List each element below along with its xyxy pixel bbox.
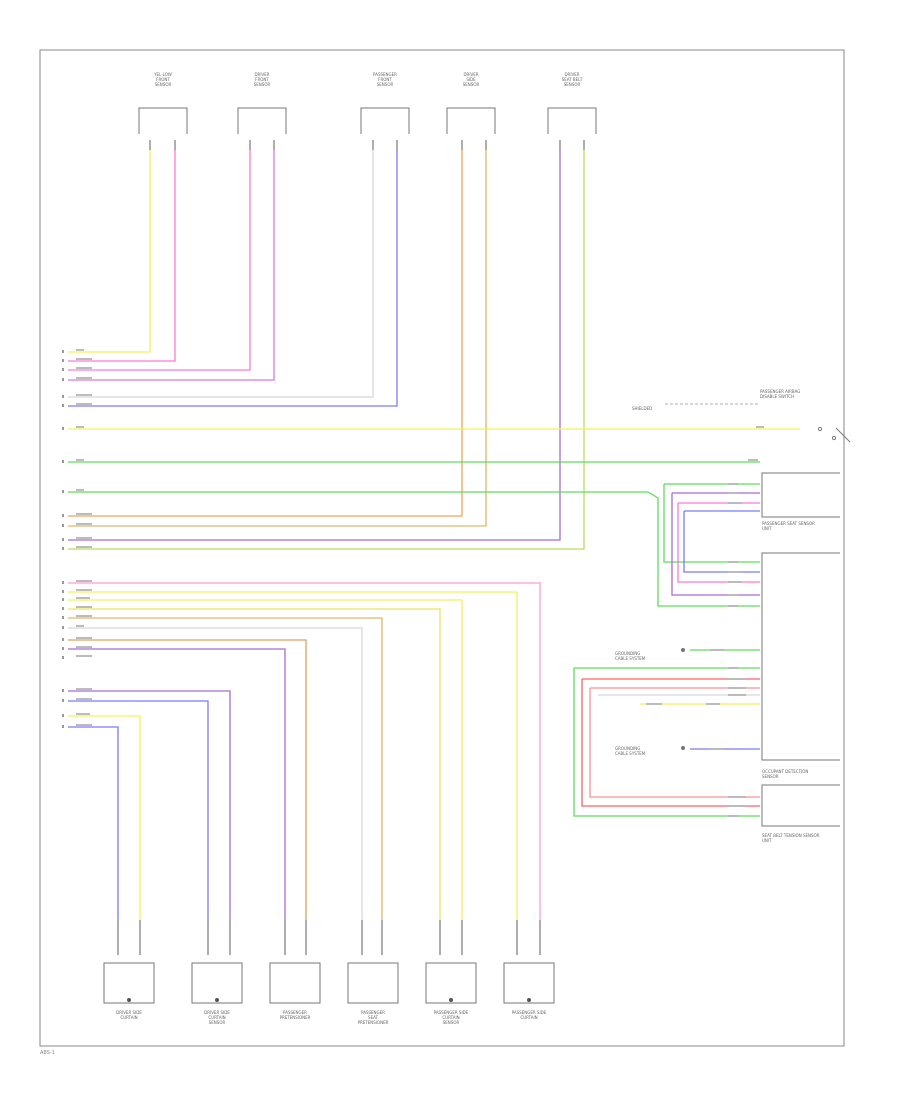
diagram-code: ABS-1 [40, 1050, 55, 1056]
left-pin-marks [62, 350, 64, 728]
wire-tan [68, 150, 487, 527]
wire-white [68, 627, 363, 920]
right-wires [573, 492, 760, 817]
wire-violet [68, 648, 286, 920]
wire-yellow [68, 591, 518, 920]
wire-white [68, 150, 374, 398]
diagram-frame [39, 49, 845, 1047]
wire-pink [68, 150, 176, 362]
wire-violet [68, 150, 561, 541]
lower-wires [68, 582, 541, 920]
wire-lime [68, 150, 585, 550]
wire-pink [68, 150, 251, 371]
wire-pink [68, 582, 541, 920]
bottom-pin-stubs [117, 920, 541, 955]
wire-yellow [68, 715, 141, 920]
wire-yellow [68, 150, 151, 353]
wire-blue [68, 700, 209, 920]
wire-green [68, 491, 760, 607]
wire-blue [68, 726, 119, 920]
wire-orange [68, 150, 463, 517]
shielded-note: SHIELDED [632, 406, 652, 411]
wire-yellow [68, 599, 463, 920]
wire-tan [68, 617, 383, 920]
wire-blue [68, 150, 398, 407]
top-wires [68, 150, 585, 550]
wire-color-marks [76, 349, 764, 817]
wire-orange [68, 639, 307, 920]
wire-violet [68, 150, 275, 381]
wire-yellow [68, 608, 441, 920]
top-pin-stubs [149, 140, 585, 150]
middle-wires [68, 428, 800, 607]
wire-violet [68, 690, 231, 920]
